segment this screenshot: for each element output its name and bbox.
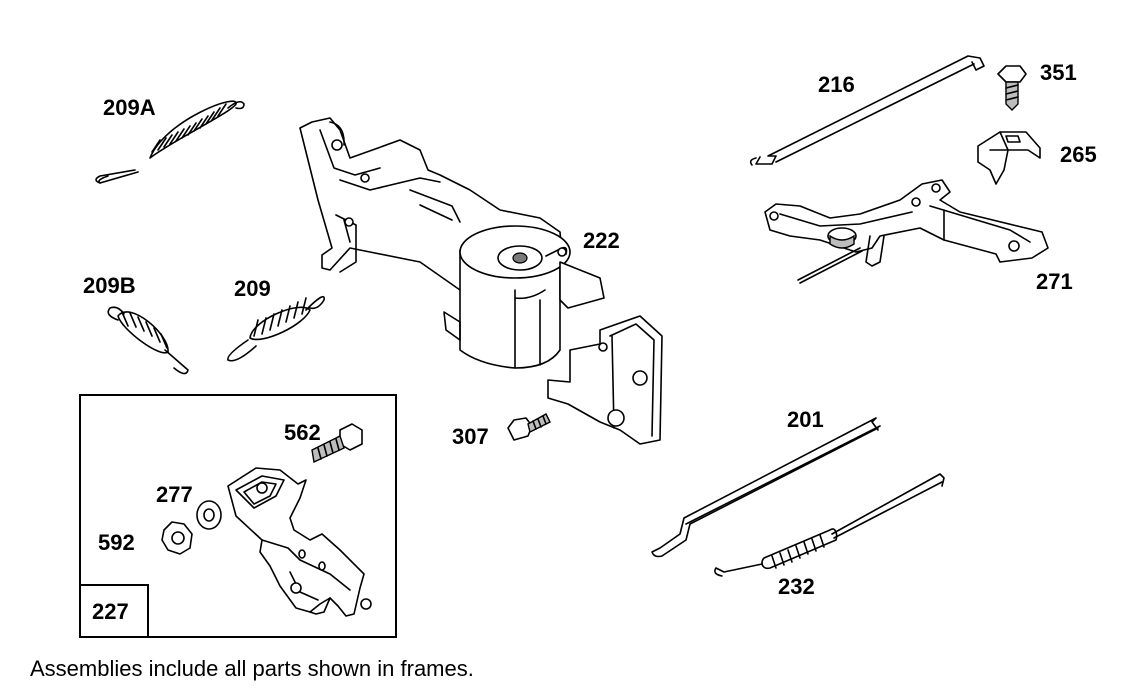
- assembly-frame-227: [79, 394, 397, 638]
- screw-351: [997, 65, 1027, 111]
- label-562: 562: [284, 420, 321, 445]
- label-265: 265: [1060, 142, 1097, 167]
- spring-209: [227, 295, 325, 362]
- label-277: 277: [156, 482, 193, 507]
- label-209b: 209B: [83, 273, 136, 298]
- bracket-271: [764, 179, 1049, 284]
- label-201: 201: [787, 407, 824, 432]
- label-271: 271: [1036, 269, 1073, 294]
- label-222: 222: [583, 228, 620, 253]
- washer-277: [196, 500, 222, 530]
- label-209: 209: [234, 276, 271, 301]
- label-592: 592: [98, 530, 135, 555]
- label-216: 216: [818, 72, 855, 97]
- label-307: 307: [452, 424, 489, 449]
- label-227: 227: [92, 599, 129, 624]
- link-rod-201: [651, 417, 881, 558]
- label-209a: 209A: [103, 95, 156, 120]
- screw-307: [507, 413, 551, 441]
- label-232: 232: [778, 574, 815, 599]
- nut-592: [161, 521, 193, 555]
- clip-265: [977, 131, 1041, 185]
- footnote: Assemblies include all parts shown in fr…: [30, 656, 474, 681]
- control-bracket-222: [299, 117, 663, 445]
- lever-bracket: [227, 467, 372, 617]
- spring-209b: [107, 306, 189, 375]
- bolt-562: [311, 423, 363, 464]
- spring-232: [714, 473, 945, 577]
- spring-209a: [95, 100, 245, 184]
- label-351: 351: [1040, 60, 1077, 85]
- link-rod-216: [749, 55, 985, 166]
